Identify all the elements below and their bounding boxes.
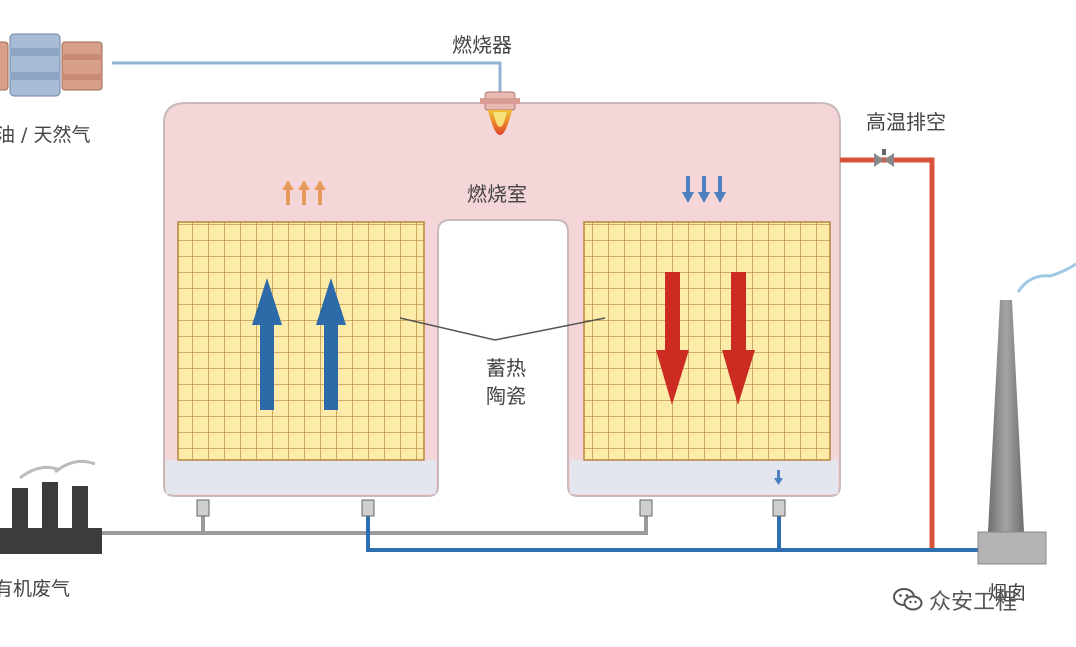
chimney-icon (977, 262, 1076, 565)
factory-icon (0, 459, 102, 554)
fuel-label: 油 / 天然气 (0, 124, 91, 146)
hot-exhaust-pipe (840, 157, 935, 548)
high-temp-exhaust-label: 高温排空 (866, 110, 946, 134)
ceramic-label-line1: 蓄热 (486, 356, 526, 380)
fuel-tank-icon (0, 33, 103, 97)
left-bottom-plenum (166, 460, 436, 494)
organic-waste-gas-label: 有机废气 (0, 578, 71, 600)
small-down-arrows (682, 176, 726, 203)
exhaust-valve-icon (874, 149, 894, 167)
clean-gas-pipe (366, 500, 990, 552)
down-flow-arrows (656, 272, 755, 405)
up-flow-arrows (252, 278, 346, 410)
burner-icon (480, 91, 520, 135)
watermark: 众安工程 (893, 584, 1017, 616)
chimney-label: 烟囱 (988, 582, 1027, 604)
plenum-down-arrow (774, 470, 783, 485)
right-bottom-plenum (570, 460, 838, 494)
left-ceramic-bed (177, 221, 425, 461)
combustion-chamber-label: 燃烧室 (467, 182, 527, 206)
burner-label: 燃烧器 (452, 33, 512, 57)
ceramic-leader-lines (399, 317, 606, 341)
small-up-arrows (282, 180, 326, 205)
valve-icon (196, 499, 786, 517)
wechat-icon (893, 588, 923, 611)
right-ceramic-bed (583, 221, 831, 461)
heat-storage-ceramic-label: 蓄热 陶瓷 (476, 354, 536, 410)
ceramic-label-line2: 陶瓷 (486, 384, 526, 408)
watermark-text: 众安工程 (929, 590, 1018, 615)
fuel-pipe (112, 61, 502, 92)
